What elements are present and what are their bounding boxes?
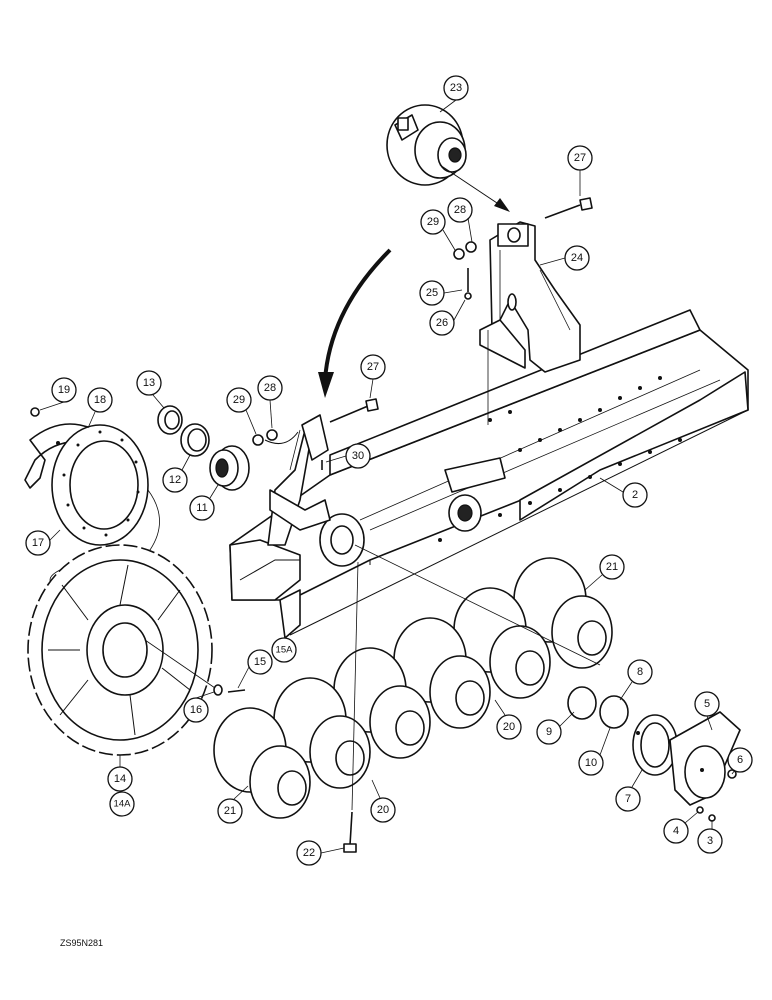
callout-29-upper: 29 — [420, 209, 446, 235]
svg-text:28: 28 — [264, 382, 276, 394]
seal-group — [157, 405, 250, 491]
callout-18: 18 — [87, 387, 113, 413]
callout-6: 6 — [727, 747, 753, 773]
callout-13: 13 — [136, 370, 162, 396]
callout-19: 19 — [51, 377, 77, 403]
sprocket-bolt — [213, 684, 246, 696]
callout-15: 15 — [247, 649, 273, 675]
guide-bracket — [479, 221, 581, 373]
svg-text:24: 24 — [571, 252, 583, 264]
svg-text:20: 20 — [377, 804, 389, 816]
track-rollers — [213, 557, 613, 819]
callout-30: 30 — [345, 443, 371, 469]
svg-text:26: 26 — [436, 317, 448, 329]
svg-text:21: 21 — [606, 561, 618, 573]
svg-text:27: 27 — [574, 152, 586, 164]
svg-text:6: 6 — [737, 754, 743, 766]
roller-bolt — [343, 811, 357, 853]
svg-text:17: 17 — [32, 537, 44, 549]
leader-lines — [39, 99, 736, 854]
svg-text:18: 18 — [94, 394, 106, 406]
assembly-arrows — [318, 164, 510, 398]
callout-7: 7 — [615, 786, 641, 812]
callout-28-lower: 28 — [257, 375, 283, 401]
callout-20-lower: 20 — [370, 797, 396, 823]
svg-text:29: 29 — [427, 216, 439, 228]
callout-14: 14 — [107, 766, 133, 792]
callout-29-lower: 29 — [226, 387, 252, 413]
svg-text:20: 20 — [503, 721, 515, 733]
svg-text:15: 15 — [254, 656, 266, 668]
callout-3: 3 — [697, 828, 723, 854]
callout-16: 16 — [183, 697, 209, 723]
svg-text:10: 10 — [585, 757, 597, 769]
svg-text:9: 9 — [546, 726, 552, 738]
svg-text:28: 28 — [454, 204, 466, 216]
callout-22: 22 — [296, 840, 322, 866]
svg-text:3: 3 — [707, 835, 713, 847]
svg-text:14A: 14A — [114, 799, 132, 810]
callout-28-upper: 28 — [447, 197, 473, 223]
callout-20-right: 20 — [496, 714, 522, 740]
callout-2: 2 — [622, 482, 648, 508]
svg-text:27: 27 — [367, 361, 379, 373]
callout-10: 10 — [578, 750, 604, 776]
svg-text:12: 12 — [169, 474, 181, 486]
carrier-roller — [386, 104, 467, 186]
svg-text:29: 29 — [233, 394, 245, 406]
callout-21-lower: 21 — [217, 798, 243, 824]
callout-5: 5 — [694, 691, 720, 717]
callout-12: 12 — [162, 467, 188, 493]
svg-text:30: 30 — [352, 450, 364, 462]
callout-27-upper: 27 — [567, 145, 593, 171]
svg-text:15A: 15A — [276, 645, 294, 656]
callout-24: 24 — [564, 245, 590, 271]
svg-text:25: 25 — [426, 287, 438, 299]
svg-text:19: 19 — [58, 384, 70, 396]
svg-text:23: 23 — [450, 82, 462, 94]
svg-text:8: 8 — [637, 666, 643, 678]
sprocket — [27, 544, 216, 756]
callout-11: 11 — [189, 495, 215, 521]
callout-21-upper: 21 — [599, 554, 625, 580]
track-frame — [229, 309, 749, 639]
svg-text:13: 13 — [143, 377, 155, 389]
callout-25: 25 — [419, 280, 445, 306]
callout-15a: 15A — [271, 637, 297, 663]
svg-text:7: 7 — [625, 793, 631, 805]
callout-4: 4 — [663, 818, 689, 844]
callout-26: 26 — [429, 310, 455, 336]
svg-text:21: 21 — [224, 805, 236, 817]
reference-lines — [289, 330, 601, 811]
callout-8: 8 — [627, 659, 653, 685]
bracket-fasteners — [252, 197, 593, 470]
callout-27-lower: 27 — [360, 354, 386, 380]
callout-9: 9 — [536, 719, 562, 745]
svg-text:2: 2 — [632, 489, 638, 501]
gasket — [49, 424, 160, 591]
svg-text:14: 14 — [114, 773, 126, 785]
svg-text:11: 11 — [196, 502, 207, 514]
figure-code: ZS95N281 — [60, 938, 103, 948]
svg-text:16: 16 — [190, 704, 202, 716]
svg-text:5: 5 — [704, 698, 710, 710]
hub-assembly — [567, 686, 741, 822]
callout-14a: 14A — [109, 791, 135, 817]
callout-17: 17 — [25, 530, 51, 556]
svg-text:4: 4 — [673, 825, 679, 837]
svg-text:22: 22 — [303, 847, 315, 859]
callout-23: 23 — [443, 75, 469, 101]
